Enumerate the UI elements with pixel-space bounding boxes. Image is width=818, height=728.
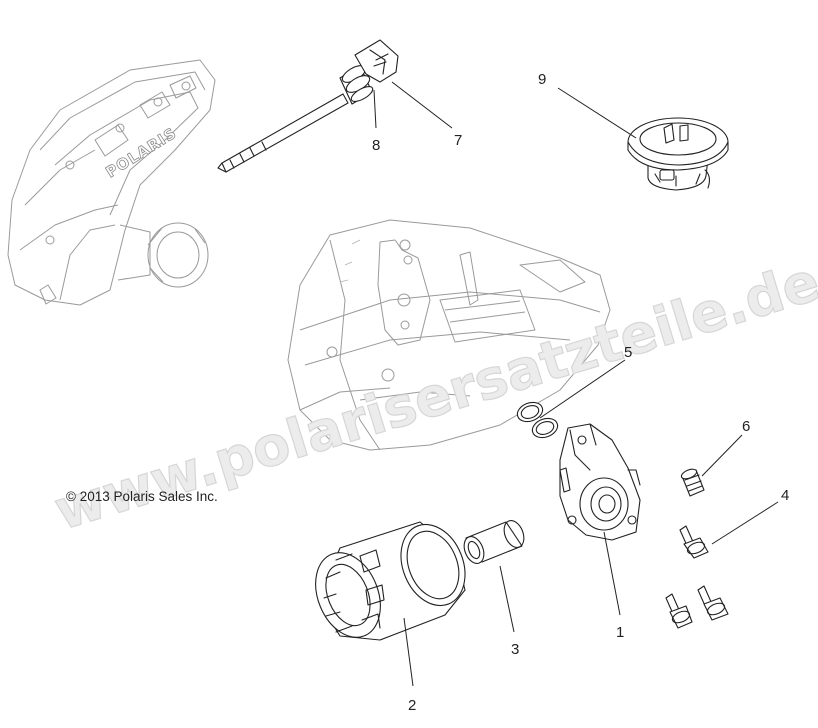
sleeve-part [463,520,525,564]
copyright-text: © 2013 Polaris Sales Inc. [66,489,218,504]
oil-filter-part [315,521,466,641]
bolt-parts [665,525,729,629]
callout-1: 1 [616,624,624,641]
engine-crankcase-illustration [287,219,611,451]
callout-5: 5 [624,344,632,361]
oil-cap-part [627,117,729,191]
callout-9: 9 [538,71,546,88]
filter-adapter-part [559,423,641,541]
callout-6: 6 [742,418,750,435]
callout-3: 3 [511,641,519,658]
engine-head-illustration: POLARIS [7,59,216,306]
dipstick-part [217,39,399,173]
callout-7: 7 [454,132,462,149]
callout-8: 8 [372,137,380,154]
o-ring-part [516,401,559,439]
fitting-part [680,468,705,497]
callout-2: 2 [408,697,416,714]
leader-lines [373,81,779,687]
callout-4: 4 [781,487,789,504]
